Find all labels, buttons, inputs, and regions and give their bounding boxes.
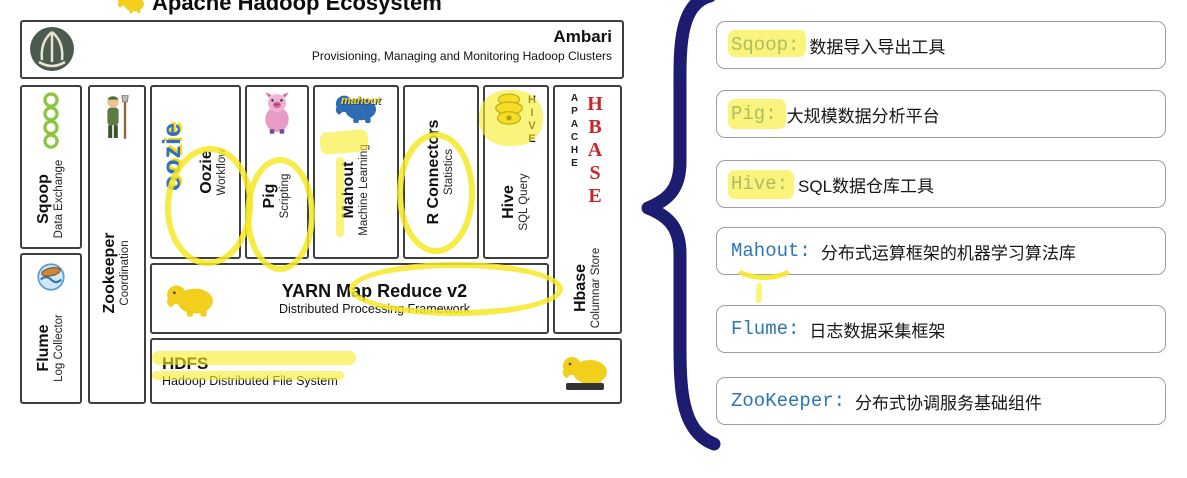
flume-logo	[34, 260, 68, 294]
annotation-zookeeper: ZooKeeper: 分布式协调服务基础组件	[716, 377, 1166, 425]
annotation-mahout-term: Mahout:	[731, 240, 811, 262]
hbase-name: Hbase	[571, 263, 589, 312]
ambari-text: Ambari Provisioning, Managing and Monito…	[312, 27, 612, 63]
oozie-box: oozie Oozie Workflow	[150, 85, 241, 259]
annotation-pig-desc: 大规模数据分析平台	[786, 106, 940, 126]
zookeeper-name: Zookeeper	[101, 232, 119, 314]
annotation-flume: Flume: 日志数据采集框架	[716, 305, 1166, 353]
hbase-subtitle: Columnar Store	[590, 247, 603, 328]
annotation-pig: Pig: 大规模数据分析平台	[716, 90, 1166, 138]
zookeeper-figure-icon	[101, 92, 133, 144]
sqoop-subtitle: Data Exchange	[53, 159, 66, 238]
annotation-sqoop-term: Sqoop:	[731, 34, 800, 56]
pig-logo	[259, 92, 295, 134]
hive-box: HIVE Hive SQL Query	[483, 85, 549, 259]
oozie-logo: oozie	[152, 93, 192, 219]
annotation-mahout: Mahout: 分布式运算框架的机器学习算法库	[716, 227, 1166, 275]
hadoop-elephant-logo	[560, 353, 610, 390]
annotation-sqoop: Sqoop: 数据导入导出工具	[716, 21, 1166, 69]
flume-name: Flume	[35, 324, 53, 372]
hdfs-subtitle: Hadoop Distributed File System	[162, 374, 338, 388]
hadoop-elephant-icon	[118, 0, 144, 13]
annotation-flume-desc: 日志数据采集框架	[809, 321, 946, 341]
hive-subtitle: SQL Query	[518, 172, 531, 231]
hbase-logo: APACHE HBASE	[569, 93, 606, 243]
annotation-zookeeper-desc: 分布式协调服务基础组件	[855, 393, 1043, 413]
annotation-flume-term: Flume:	[731, 318, 800, 340]
annotation-zookeeper-term: ZooKeeper:	[731, 390, 846, 412]
r-connectors-subtitle: Statistics	[443, 149, 456, 196]
yarn-name: YARN Map Reduce v2	[281, 281, 468, 301]
oozie-subtitle: Workflow	[216, 148, 229, 196]
annotation-pig-term: Pig:	[731, 103, 777, 125]
mahout-logo-text: mahout	[341, 95, 381, 107]
mahout-name: Mahout	[340, 161, 358, 219]
flume-subtitle: Log Collector	[53, 314, 66, 382]
page-title: Apache Hadoop Ecosystem	[116, 0, 442, 16]
hdfs-name: HDFS	[162, 354, 209, 373]
hdfs-text: HDFS Hadoop Distributed File System	[152, 354, 338, 388]
yarn-text: YARN Map Reduce v2 Distributed Processin…	[216, 281, 547, 316]
mahout-subtitle: Machine Learning	[358, 144, 371, 236]
flume-box: Flume Log Collector	[20, 253, 82, 404]
r-connectors-box: R Connectors Statistics	[403, 85, 479, 259]
sqoop-box: Sqoop Data Exchange	[20, 85, 82, 249]
zookeeper-subtitle: Coordination	[119, 240, 132, 306]
sqoop-name: Sqoop	[35, 173, 53, 224]
annotation-hive: Hive: SQL数据仓库工具	[716, 160, 1166, 208]
annotation-sqoop-desc: 数据导入导出工具	[809, 37, 946, 57]
yarn-elephant-icon	[167, 284, 213, 317]
hive-name: Hive	[500, 184, 518, 219]
sqoop-logo	[42, 92, 60, 150]
annotation-hive-desc: SQL数据仓库工具	[798, 176, 935, 196]
zookeeper-box: Zookeeper Coordination	[88, 85, 146, 404]
ambari-name: Ambari	[553, 27, 612, 46]
highlight-annotation-mahout-tick	[755, 282, 763, 304]
ambari-box: Ambari Provisioning, Managing and Monito…	[20, 20, 624, 79]
r-connectors-name: R Connectors	[425, 119, 443, 225]
title-text: Apache Hadoop Ecosystem	[152, 0, 442, 15]
ambari-subtitle: Provisioning, Managing and Monitoring Ha…	[311, 49, 612, 63]
hadoop-logo-ribbon	[566, 382, 604, 390]
yarn-subtitle: Distributed Processing Framework	[278, 302, 471, 316]
curly-brace	[641, 0, 721, 451]
pig-subtitle: Scripting	[279, 173, 292, 218]
mahout-logo: mahout	[333, 92, 381, 123]
annotation-mahout-desc: 分布式运算框架的机器学习算法库	[820, 243, 1076, 263]
hbase-logo-apache: APACHE	[569, 93, 580, 171]
hive-logo-text: HIVE	[526, 94, 538, 146]
hbase-logo-word: HBASE	[584, 93, 606, 208]
hdfs-box: HDFS Hadoop Distributed File System	[150, 338, 622, 404]
yarn-box: YARN Map Reduce v2 Distributed Processin…	[150, 263, 549, 334]
oozie-logo-text: oozie	[157, 121, 186, 191]
hive-logo: HIVE	[494, 92, 538, 146]
ambari-logo	[30, 27, 74, 71]
pig-name: Pig	[261, 183, 279, 208]
mahout-box: mahout Mahout Machine Learning	[313, 85, 399, 259]
hbase-box: APACHE HBASE Hbase Columnar Store	[553, 85, 622, 334]
pig-box: Pig Scripting	[245, 85, 309, 259]
annotation-hive-term: Hive:	[731, 173, 789, 195]
oozie-name: Oozie	[198, 150, 216, 194]
